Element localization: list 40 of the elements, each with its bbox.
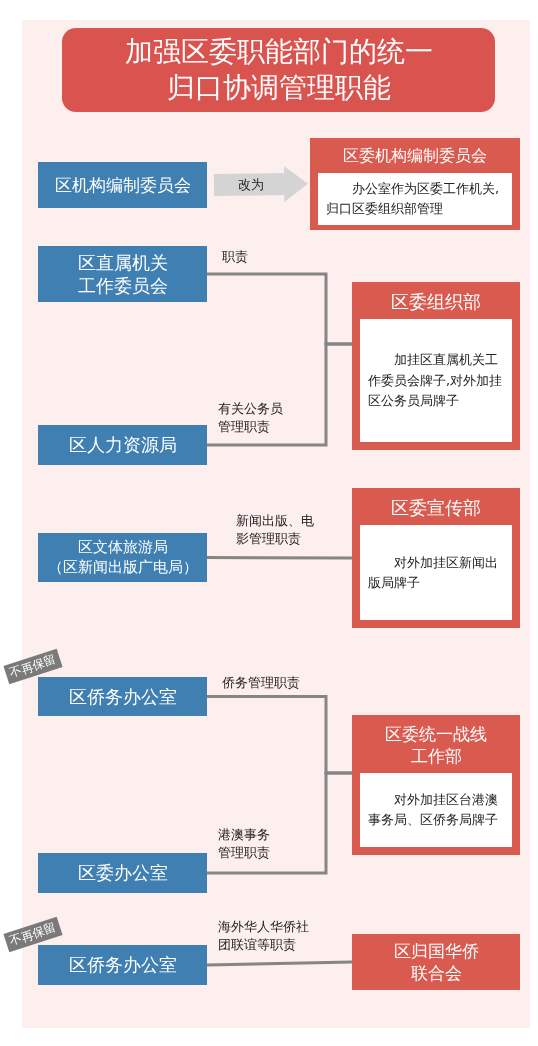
department-box bbox=[310, 138, 520, 230]
block-arrow bbox=[213, 166, 308, 202]
unit-box bbox=[38, 246, 207, 302]
unit-name: 区人力资源局 bbox=[68, 433, 177, 457]
unit-name: 区侨务办公室 bbox=[68, 684, 177, 709]
unit-box bbox=[38, 162, 207, 208]
unit-name: 区委机构编制委员会 bbox=[343, 146, 487, 167]
unit-name: 区归国华侨联合会 bbox=[392, 940, 480, 985]
connector-line bbox=[207, 342, 352, 447]
edge-label: 海外华人华侨社团联谊等职责 bbox=[218, 918, 310, 955]
unit-name: 区机构编制委员会 bbox=[54, 173, 191, 197]
department-box bbox=[352, 934, 520, 990]
department-box bbox=[352, 282, 520, 450]
unit-box bbox=[38, 945, 207, 985]
department-box bbox=[352, 488, 520, 628]
unit-box bbox=[38, 533, 207, 582]
unit-name: 区委组织部 bbox=[391, 290, 481, 314]
note-text: 办公室作为区委工作机关,归口区委组织部管理 bbox=[318, 172, 512, 226]
unit-name: 区直属机关工作委员会 bbox=[76, 250, 169, 298]
edge-label: 有关公务员管理职责 bbox=[218, 400, 284, 437]
unit-box bbox=[38, 677, 207, 716]
edge-label: 新闻出版、电影管理职责 bbox=[236, 512, 315, 549]
edge-label: 侨务管理职责 bbox=[222, 674, 300, 692]
connector-line bbox=[207, 556, 352, 560]
unit-name: 区文体旅游局（区新闻出版广电局） bbox=[46, 538, 199, 577]
note-text: 对外加挂区新闻出版局牌子 bbox=[360, 525, 512, 620]
connector-line bbox=[207, 771, 352, 875]
note-text: 对外加挂区台港澳事务局、区侨务局牌子 bbox=[360, 773, 512, 847]
connector-line bbox=[206, 960, 353, 967]
unit-box bbox=[38, 425, 207, 465]
note-text: 加挂区直属机关工作委员会牌子,对外加挂区公务员局牌子 bbox=[360, 319, 512, 442]
title-banner: 加强区委职能部门的统一归口协调管理职能 bbox=[62, 28, 495, 112]
unit-name: 区委宣传部 bbox=[391, 496, 481, 520]
unit-name: 区侨务办公室 bbox=[68, 953, 177, 977]
unit-name: 区委统一战线工作部 bbox=[384, 723, 488, 768]
unit-box bbox=[38, 853, 207, 893]
unit-name: 区委办公室 bbox=[77, 861, 168, 885]
department-box bbox=[352, 715, 520, 855]
edge-label: 职责 bbox=[222, 248, 248, 266]
edge-label: 港澳事务管理职责 bbox=[218, 826, 271, 863]
